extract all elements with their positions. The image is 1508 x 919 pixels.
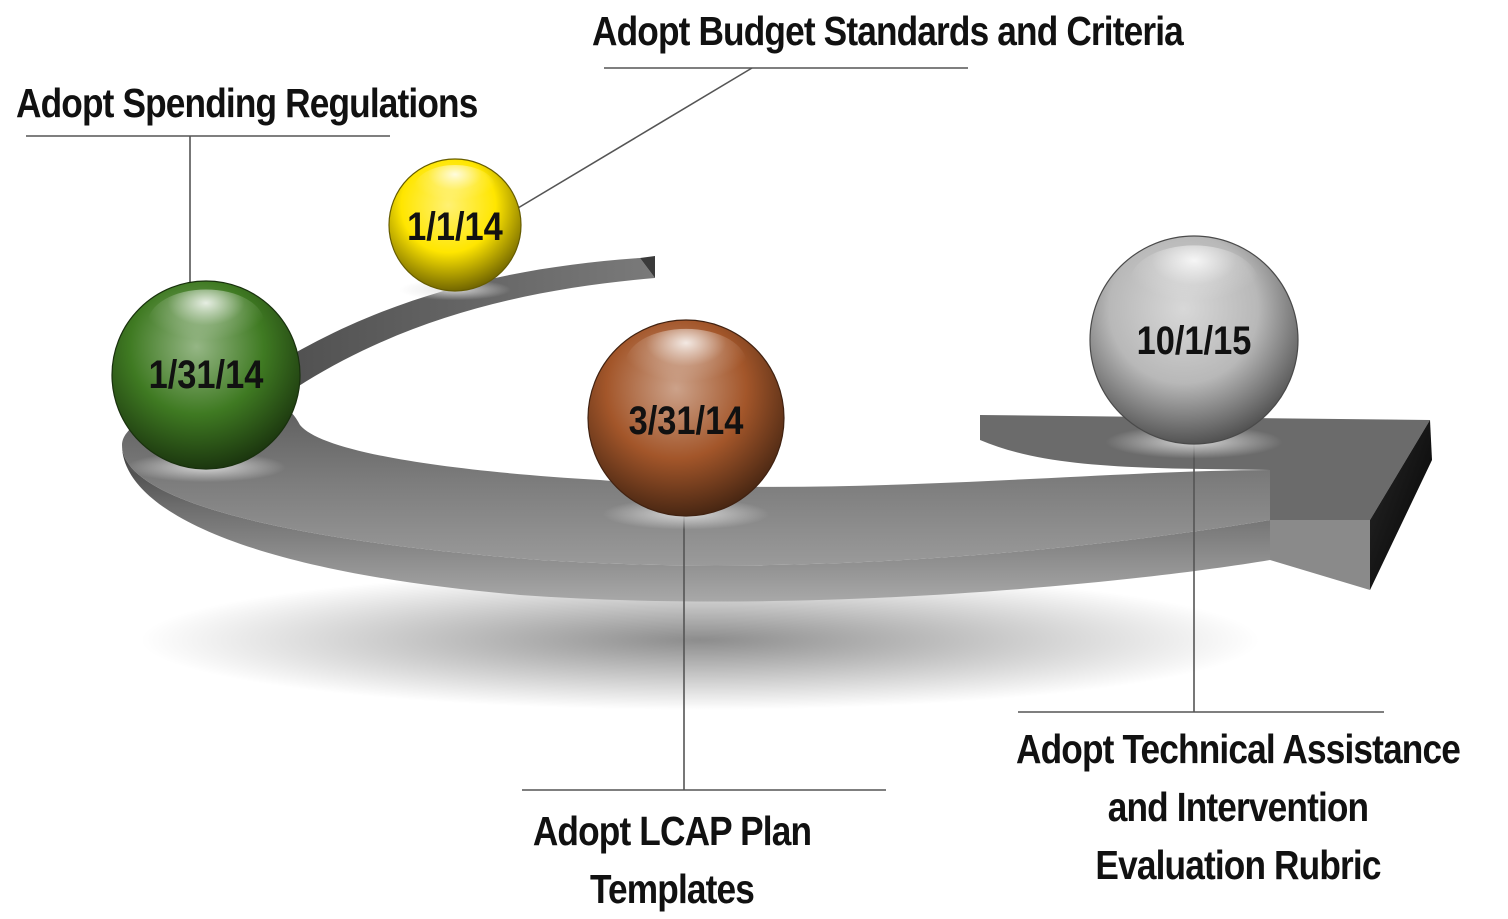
- milestone-spheres: 1/31/14 1/1/14 3/31/14 10/1/15: [111, 158, 1299, 530]
- sphere-gloss: [625, 328, 747, 400]
- sphere-gloss: [147, 289, 265, 358]
- sphere-gloss: [414, 164, 496, 213]
- milestone-label: Adopt Technical Assistance and Interventi…: [954, 720, 1508, 894]
- leader-line: [517, 67, 753, 209]
- arrow-head-lower-face: [1270, 520, 1370, 590]
- sphere-gloss: [1129, 245, 1259, 321]
- milestone-label: Adopt Budget Standards and Criteria: [592, 2, 1184, 60]
- arrow-head-top: [980, 415, 1430, 520]
- milestone-label-line: Adopt Technical Assistance: [1016, 726, 1461, 772]
- milestone-date: 1/1/14: [407, 204, 503, 249]
- milestone-label-line: and Intervention: [1107, 784, 1369, 830]
- milestone-date: 1/31/14: [149, 352, 264, 397]
- milestone-label-line: Adopt LCAP Plan: [532, 808, 812, 854]
- leader-lines: [26, 67, 1384, 791]
- milestone-label-line: Evaluation Rubric: [1095, 842, 1381, 888]
- arrow-head-side: [1370, 420, 1432, 590]
- milestone-sphere: 3/31/14: [587, 319, 785, 530]
- milestone-sphere: 1/1/14: [388, 158, 522, 301]
- milestone-label: Adopt Spending Regulations: [16, 74, 478, 132]
- milestone-label-line: Adopt Budget Standards and Criteria: [592, 8, 1184, 54]
- arrow-top-surface: [122, 395, 1270, 566]
- milestone-sphere: 1/31/14: [111, 280, 301, 483]
- arrow-back-top-surface: [230, 258, 655, 420]
- arrow-side-face: [122, 445, 1270, 602]
- milestone-sphere: 10/1/15: [1089, 235, 1299, 459]
- arrow-back-end-face: [640, 256, 655, 278]
- milestone-date: 3/31/14: [629, 398, 744, 443]
- milestone-label-line: Templates: [589, 866, 755, 912]
- milestone-date: 10/1/15: [1137, 318, 1252, 363]
- arrow-shadow: [140, 570, 1260, 710]
- milestone-label-line: Adopt Spending Regulations: [16, 80, 478, 126]
